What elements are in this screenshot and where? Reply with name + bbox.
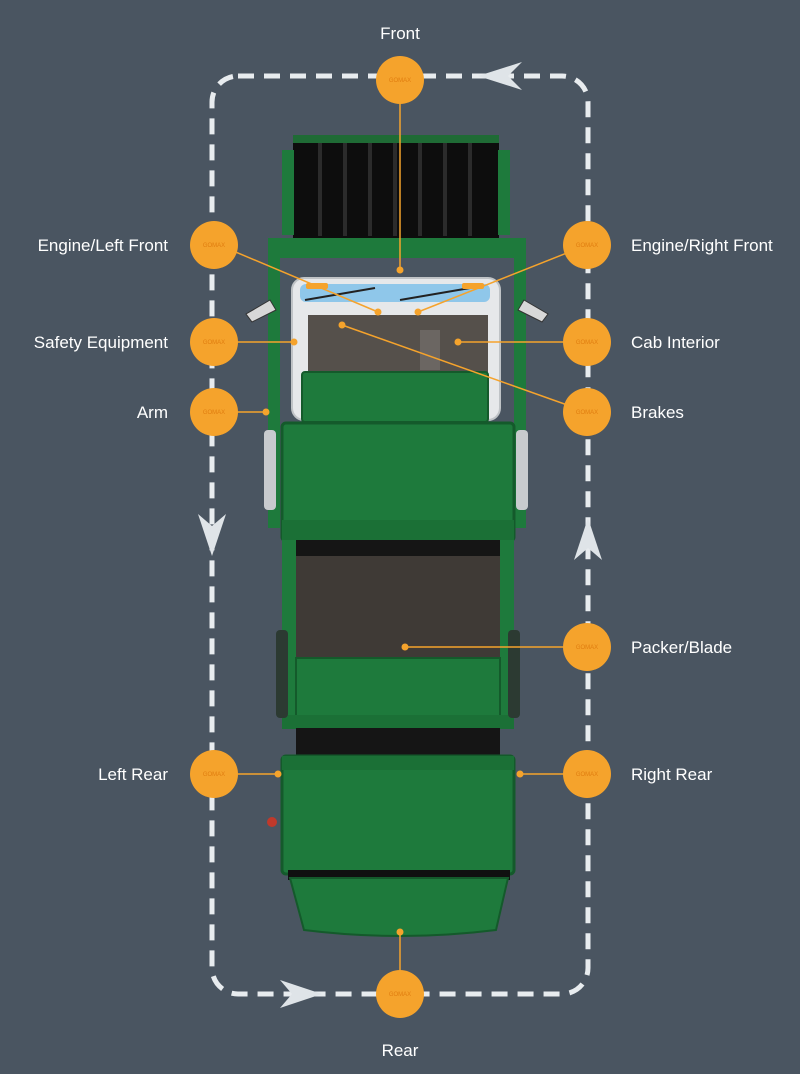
packer-section (295, 657, 501, 723)
left-mirror (245, 299, 277, 323)
marker-text: GOMAX (576, 410, 598, 416)
label-packer-blade: Packer/Blade (631, 638, 732, 657)
marker-text: GOMAX (203, 243, 225, 249)
label-cab-interior: Cab Interior (631, 333, 720, 352)
label-right-rear: Right Rear (631, 765, 713, 784)
marker-engine-left-front[interactable] (190, 221, 238, 269)
marker-text: GOMAX (576, 772, 598, 778)
marker-text: GOMAX (389, 78, 411, 84)
marker-arm[interactable] (190, 388, 238, 436)
hopper (296, 540, 500, 660)
windshield (300, 284, 490, 302)
marker-cab-interior[interactable] (563, 318, 611, 366)
inspection-point-brakes[interactable]: GOMAX Brakes (563, 388, 684, 436)
label-brakes: Brakes (631, 403, 684, 422)
marker-text: GOMAX (203, 772, 225, 778)
garbage-truck (245, 135, 549, 937)
label-rear: Rear (382, 1041, 419, 1060)
inspection-point-rear[interactable]: GOMAX Rear (376, 970, 424, 1060)
marker-rear[interactable] (376, 970, 424, 1018)
inspection-point-arm[interactable]: GOMAX Arm (137, 388, 238, 436)
inspection-point-front[interactable]: GOMAX Front (376, 24, 424, 104)
inspection-point-left-rear[interactable]: GOMAX Left Rear (98, 750, 238, 798)
label-safety-equipment: Safety Equipment (34, 333, 168, 352)
marker-brakes[interactable] (563, 388, 611, 436)
marker-text: GOMAX (576, 243, 598, 249)
direction-arrow-right (574, 518, 602, 560)
inspection-point-engine-left-front[interactable]: GOMAX Engine/Left Front (38, 221, 238, 269)
truck-tailgate (288, 877, 510, 937)
marker-left-rear[interactable] (190, 750, 238, 798)
leader-endpoints (262, 266, 524, 936)
truck-cab-frame (272, 238, 522, 258)
label-engine-right-front: Engine/Right Front (631, 236, 773, 255)
direction-arrow-bottom (280, 980, 322, 1008)
inspection-point-engine-right-front[interactable]: GOMAX Engine/Right Front (563, 221, 773, 269)
marker-text: GOMAX (389, 992, 411, 998)
marker-safety-equipment[interactable] (190, 318, 238, 366)
label-front: Front (380, 24, 420, 43)
inspection-point-safety-equipment[interactable]: GOMAX Safety Equipment (34, 318, 238, 366)
truck-grille-bars (318, 138, 472, 236)
marker-text: GOMAX (576, 340, 598, 346)
inspection-point-packer-blade[interactable]: GOMAX Packer/Blade (563, 623, 732, 671)
marker-front[interactable] (376, 56, 424, 104)
marker-text: GOMAX (576, 645, 598, 651)
label-engine-left-front: Engine/Left Front (38, 236, 169, 255)
marker-engine-right-front[interactable] (563, 221, 611, 269)
marker-text: GOMAX (203, 410, 225, 416)
inspection-point-right-rear[interactable]: GOMAX Right Rear (563, 750, 713, 798)
direction-arrow-left (198, 514, 226, 556)
direction-arrow-top (478, 62, 522, 90)
marker-text: GOMAX (203, 340, 225, 346)
label-left-rear: Left Rear (98, 765, 168, 784)
label-arm: Arm (137, 403, 168, 422)
inspection-point-cab-interior[interactable]: GOMAX Cab Interior (563, 318, 720, 366)
cab-roof (301, 371, 489, 423)
marker-packer-blade[interactable] (563, 623, 611, 671)
marker-right-rear[interactable] (563, 750, 611, 798)
truck-body-rear (280, 754, 516, 876)
right-mirror (517, 299, 549, 323)
